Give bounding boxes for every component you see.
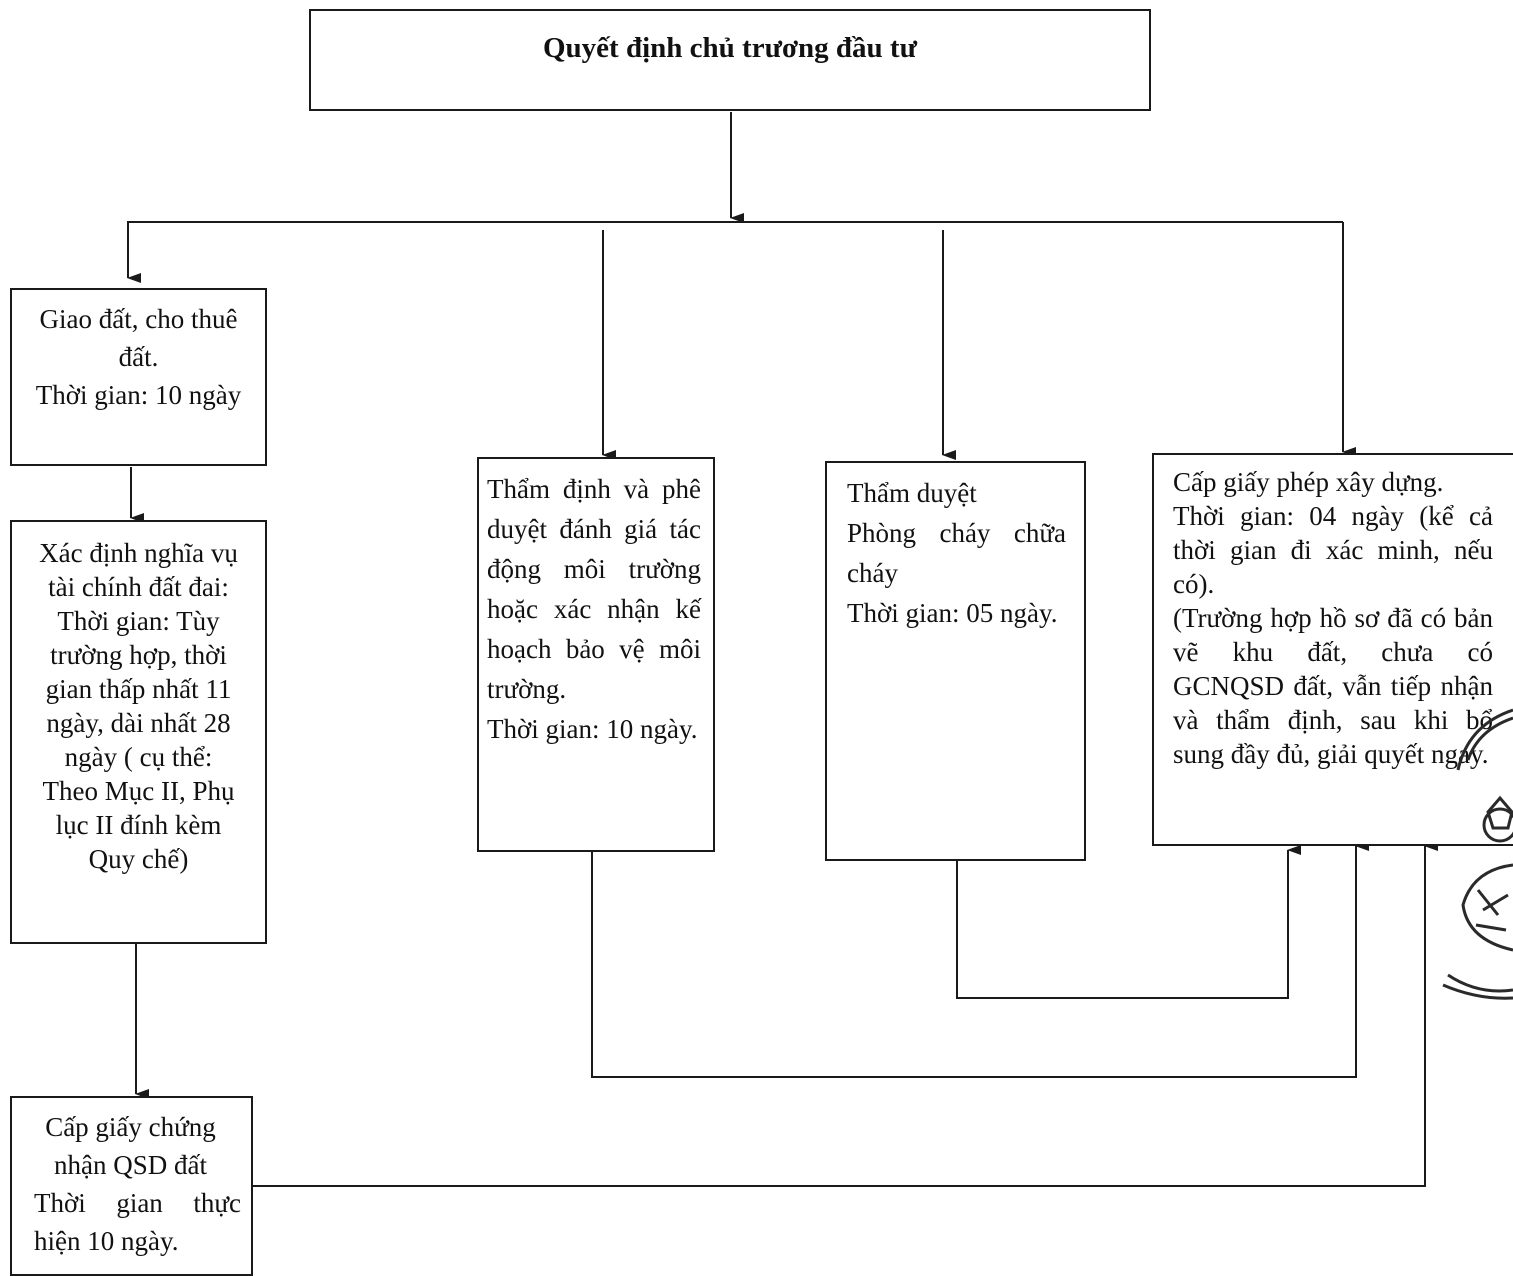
land-allocation-time: Thời gian: 10 ngày bbox=[35, 380, 242, 410]
fire-time: Thời gian: 05 ngày. bbox=[847, 598, 1058, 628]
permit-time: Thời gian: 04 ngày (kể cả thời gian đi x… bbox=[1173, 501, 1493, 599]
environment-time: Thời gian: 10 ngày. bbox=[487, 714, 698, 744]
construction-permit-box: Cấp giấy phép xây dựng. Thời gian: 04 ng… bbox=[1152, 453, 1513, 846]
certificate-to-permit-line bbox=[253, 841, 1438, 1187]
land-certificate-time-end: hiện 10 ngày. bbox=[34, 1226, 179, 1256]
investment-decision-box: Quyết định chủ trương đầu tư bbox=[309, 9, 1151, 111]
land-allocation-line1: Giao đất, cho thuê bbox=[39, 304, 238, 334]
financial-line: trường hợp, thời bbox=[50, 640, 227, 670]
permit-title: Cấp giấy phép xây dựng. bbox=[1173, 467, 1444, 497]
fire-to-permit-line bbox=[956, 845, 1301, 999]
land-allocation-line2: đất. bbox=[118, 342, 159, 372]
fire-prevention-box: Thẩm duyệt Phòng cháy chữa cháy Thời gia… bbox=[825, 461, 1086, 861]
land-certificate-line1: Cấp giấy chứng bbox=[45, 1112, 216, 1142]
financial-line: Quy chế) bbox=[88, 844, 189, 874]
environment-text: Thẩm định và phê duyệt đánh giá tác động… bbox=[487, 474, 701, 704]
financial-line: lục II đính kèm bbox=[55, 810, 222, 840]
financial-line: Thời gian: Tùy bbox=[57, 606, 220, 636]
financial-obligation-box: Xác định nghĩa vụ tài chính đất đai: Thờ… bbox=[10, 520, 267, 944]
fire-line1: Thẩm duyệt bbox=[847, 478, 977, 508]
financial-line: Theo Mục II, Phụ bbox=[42, 776, 235, 806]
permit-note: (Trường hợp hồ sơ đã có bản vẽ khu đất, … bbox=[1173, 603, 1493, 769]
land-certificate-line2: nhận QSD đất bbox=[54, 1150, 207, 1180]
financial-line: ngày, dài nhất 28 bbox=[46, 708, 231, 738]
environment-assessment-box: Thẩm định và phê duyệt đánh giá tác động… bbox=[477, 457, 715, 852]
financial-line: ngày ( cụ thể: bbox=[64, 742, 213, 772]
environment-to-permit-line bbox=[591, 841, 1369, 1078]
financial-line: gian thấp nhất 11 bbox=[45, 674, 232, 704]
financial-line: Xác định nghĩa vụ bbox=[39, 538, 238, 568]
financial-line: tài chính đất đai: bbox=[48, 572, 229, 602]
land-certificate-box: Cấp giấy chứng nhận QSD đất Thời gian th… bbox=[10, 1096, 253, 1276]
land-allocation-box: Giao đất, cho thuê đất. Thời gian: 10 ng… bbox=[10, 288, 267, 466]
fire-line2: Phòng cháy chữa cháy bbox=[847, 518, 1066, 588]
investment-decision-title: Quyết định chủ trương đầu tư bbox=[543, 32, 917, 64]
official-seal-stamp bbox=[1442, 708, 1513, 1000]
land-certificate-time: Thời gian thực bbox=[34, 1188, 241, 1218]
